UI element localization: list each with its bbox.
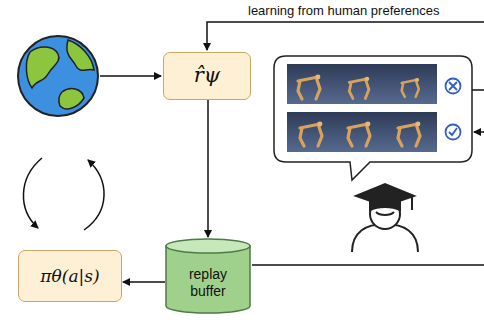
reward-model-box: r̂ψ [163,52,251,100]
feedback-line [207,22,484,50]
feedback-line [252,264,484,266]
node-text: r̂ψ [194,63,221,88]
flow-arrow [123,281,165,283]
earth-globe [18,36,98,116]
cycle-arrow [23,158,42,228]
replay-buffer-cylinder: replay buffer [165,238,251,314]
input-arrow [100,75,161,77]
node-text: replay buffer [173,266,243,300]
node-text: πθ(a|s) [40,266,99,286]
speech-bubble [274,56,472,180]
policy-box: πθ(a|s) [18,250,122,302]
cycle-arrow [84,160,104,230]
feedback-line [472,89,484,91]
feedback-arrow [474,131,484,133]
flow-arrow [207,100,209,237]
annotation-label: learning from human preferences [246,3,442,18]
human-icon [352,184,418,252]
